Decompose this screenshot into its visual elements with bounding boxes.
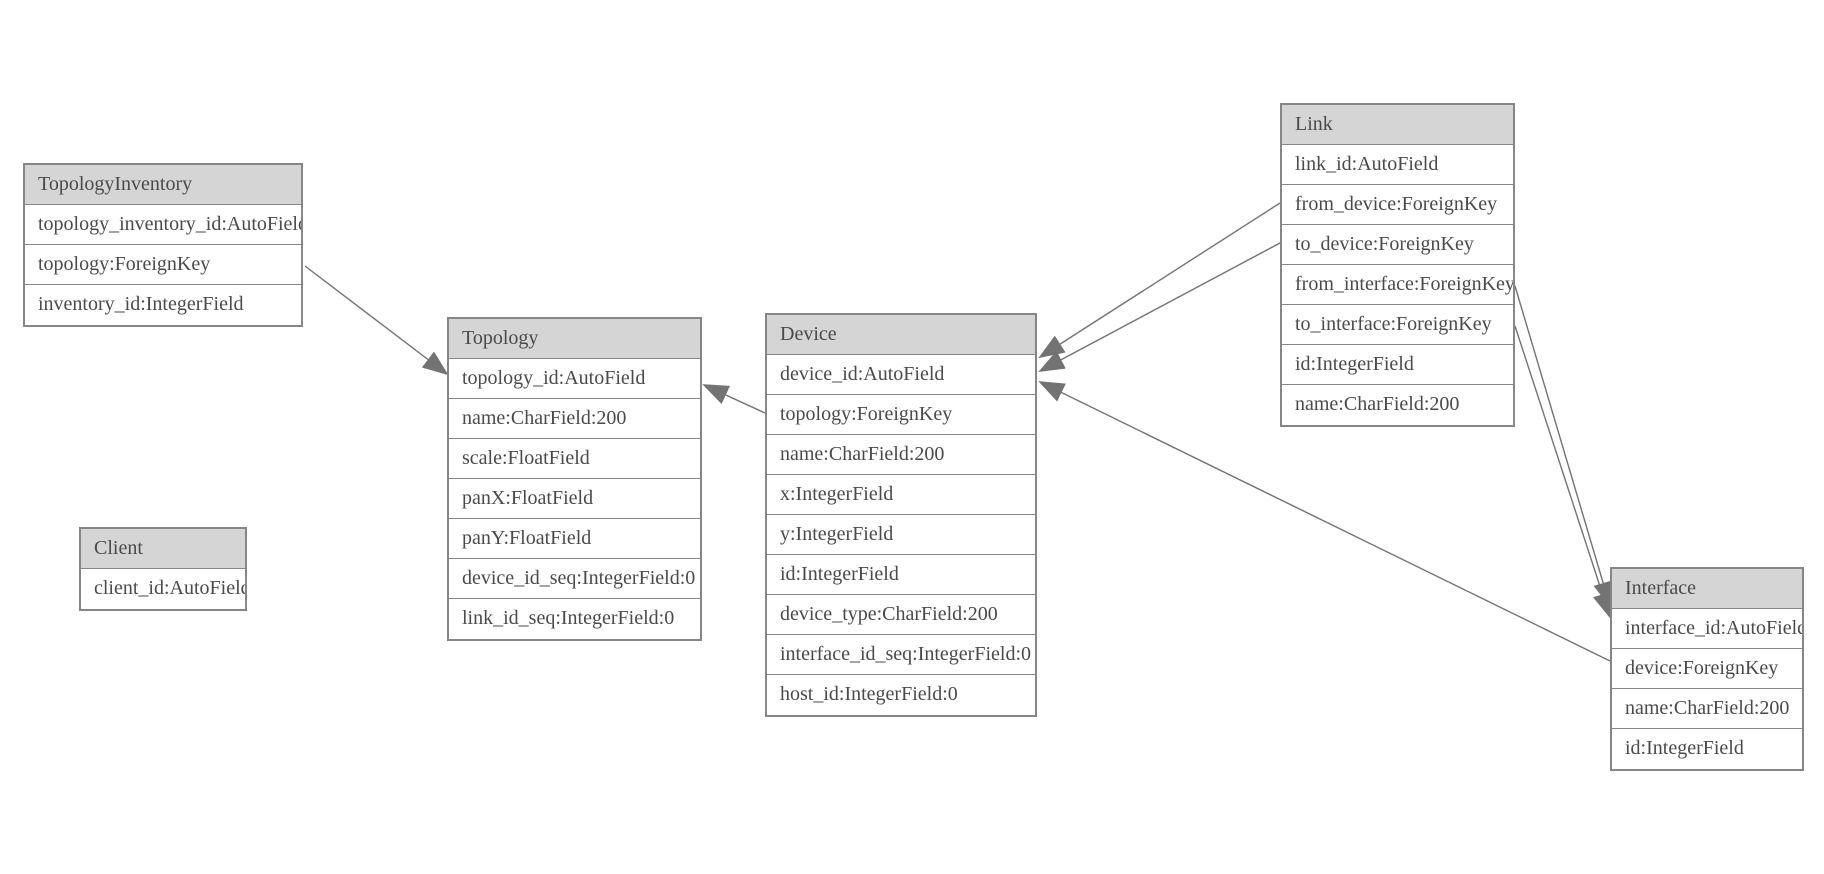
edge-link-from_interface-interface <box>1514 285 1613 608</box>
entity-field-row: client_id:AutoField <box>81 569 245 609</box>
entity-title-link: Link <box>1282 105 1513 145</box>
entity-field-row: from_interface:ForeignKey <box>1282 265 1513 305</box>
entity-field-row: name:CharField:200 <box>1612 689 1802 729</box>
entity-field-row: host_id:IntegerField:0 <box>767 675 1035 715</box>
entity-field-row: from_device:ForeignKey <box>1282 185 1513 225</box>
entity-field-row: scale:FloatField <box>449 439 700 479</box>
entity-field-row: interface_id:AutoField <box>1612 609 1802 649</box>
edge-topologyinventory-topology <box>304 265 449 376</box>
entity-field-row: y:IntegerField <box>767 515 1035 555</box>
edge-device-topology <box>702 384 766 414</box>
entity-field-row: interface_id_seq:IntegerField:0 <box>767 635 1035 675</box>
edge-link-to_interface-interface <box>1514 325 1613 619</box>
entity-field-row: topology:ForeignKey <box>25 245 301 285</box>
entity-field-row: id:IntegerField <box>767 555 1035 595</box>
entity-field-row: name:CharField:200 <box>767 435 1035 475</box>
entity-title-topology: Topology <box>449 319 700 359</box>
entity-field-row: x:IntegerField <box>767 475 1035 515</box>
entity-title-device: Device <box>767 315 1035 355</box>
entity-field-row: topology_id:AutoField <box>449 359 700 399</box>
entity-field-row: device_id:AutoField <box>767 355 1035 395</box>
entity-field-row: to_device:ForeignKey <box>1282 225 1513 265</box>
edge-link-to_device-device <box>1038 242 1281 372</box>
entity-field-row: name:CharField:200 <box>449 399 700 439</box>
entity-field-row: id:IntegerField <box>1612 729 1802 769</box>
entity-field-row: inventory_id:IntegerField <box>25 285 301 325</box>
entity-field-row: name:CharField:200 <box>1282 385 1513 425</box>
edge-link-from_device-device <box>1038 202 1281 359</box>
entity-field-row: device_id_seq:IntegerField:0 <box>449 559 700 599</box>
entity-field-row: link_id_seq:IntegerField:0 <box>449 599 700 639</box>
entity-field-row: device:ForeignKey <box>1612 649 1802 689</box>
entity-title-topologyinventory: TopologyInventory <box>25 165 301 205</box>
entity-title-client: Client <box>81 529 245 569</box>
entity-field-row: to_interface:ForeignKey <box>1282 305 1513 345</box>
entity-field-row: topology_inventory_id:AutoField <box>25 205 301 245</box>
entity-title-interface: Interface <box>1612 569 1802 609</box>
entity-field-row: topology:ForeignKey <box>767 395 1035 435</box>
entity-field-row: panY:FloatField <box>449 519 700 559</box>
entity-field-row: id:IntegerField <box>1282 345 1513 385</box>
entity-field-row: device_type:CharField:200 <box>767 595 1035 635</box>
entity-field-row: panX:FloatField <box>449 479 700 519</box>
entity-field-row: link_id:AutoField <box>1282 145 1513 185</box>
